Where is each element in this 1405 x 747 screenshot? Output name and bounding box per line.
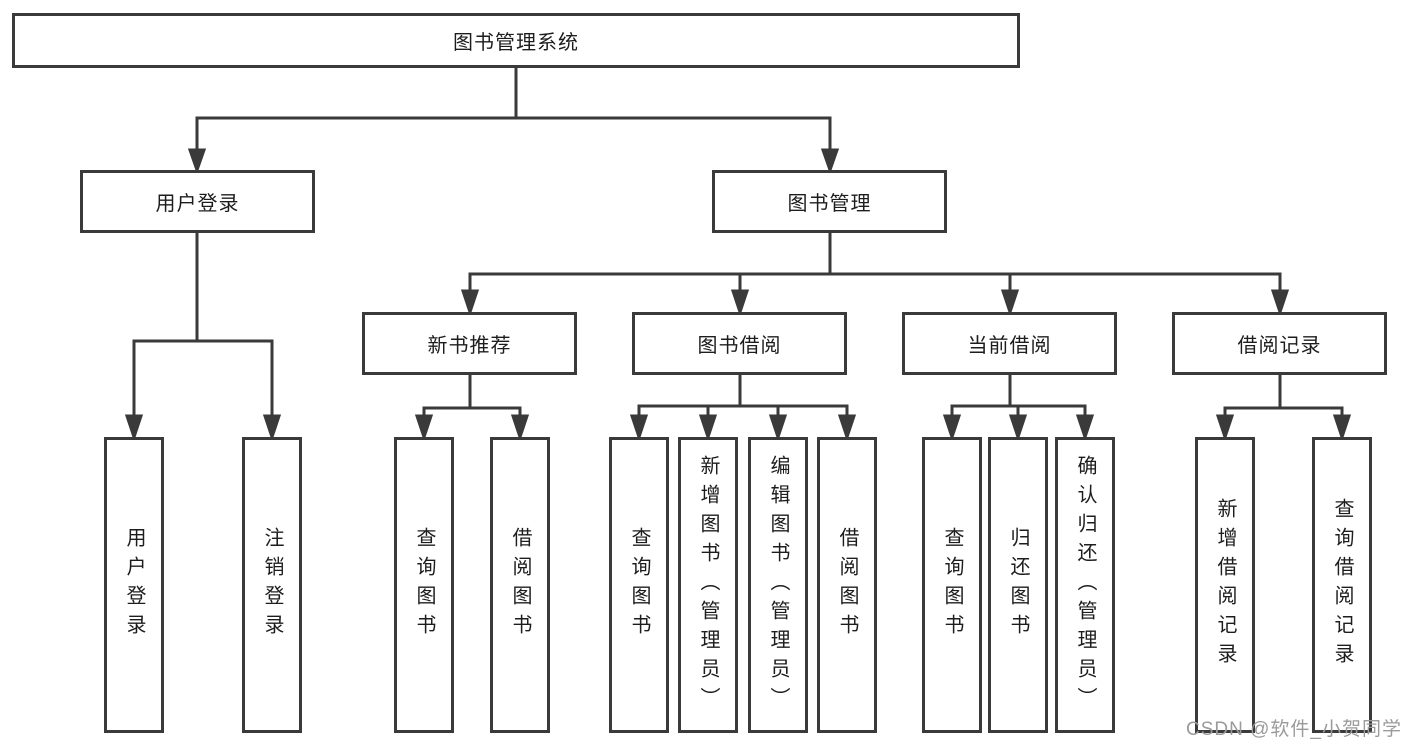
leaf-query-books: 查询图书 <box>922 437 982 733</box>
leaf-label: 归还图书 <box>1007 527 1029 643</box>
leaf-borrow-books: 借阅图书 <box>817 437 877 733</box>
leaf-label: 确认归还（管理员） <box>1074 454 1096 716</box>
node-book-borrowing: 图书借阅 <box>632 312 847 375</box>
leaf-query-borrow-record: 查询借阅记录 <box>1312 437 1372 733</box>
leaf-label: 查询图书 <box>628 527 650 643</box>
leaf-return-books: 归还图书 <box>988 437 1048 733</box>
leaf-query-books: 查询图书 <box>609 437 669 733</box>
csdn-watermark: CSDN @软件_小贺同学 <box>1186 719 1402 740</box>
node-book-management: 图书管理 <box>712 170 947 233</box>
node-library-management-system: 图书管理系统 <box>12 13 1020 68</box>
node-current-borrowing: 当前借阅 <box>902 312 1117 375</box>
leaf-logout-login: 注销登录 <box>242 437 302 733</box>
leaf-confirm-return-admin: 确认归还（管理员） <box>1055 437 1115 733</box>
leaf-label: 注销登录 <box>261 527 283 643</box>
leaf-user-login: 用户登录 <box>104 437 164 733</box>
leaf-edit-books-admin: 编辑图书（管理员） <box>748 437 808 733</box>
leaf-label: 新增借阅记录 <box>1214 498 1236 672</box>
leaf-label: 借阅图书 <box>836 527 858 643</box>
node-borrowing-records: 借阅记录 <box>1172 312 1387 375</box>
leaf-add-books-admin: 新增图书（管理员） <box>678 437 738 733</box>
leaf-label: 新增图书（管理员） <box>697 454 719 716</box>
leaf-label: 借阅图书 <box>509 527 531 643</box>
leaf-label: 查询图书 <box>413 527 435 643</box>
leaf-label: 查询图书 <box>941 527 963 643</box>
leaf-query-books: 查询图书 <box>394 437 454 733</box>
leaf-borrow-books: 借阅图书 <box>490 437 550 733</box>
node-user-login: 用户登录 <box>80 170 315 233</box>
leaf-add-borrow-record: 新增借阅记录 <box>1195 437 1255 733</box>
leaf-label: 用户登录 <box>123 527 145 643</box>
leaf-label: 编辑图书（管理员） <box>767 454 789 716</box>
leaf-label: 查询借阅记录 <box>1331 498 1353 672</box>
node-new-book-recommendation: 新书推荐 <box>362 312 577 375</box>
